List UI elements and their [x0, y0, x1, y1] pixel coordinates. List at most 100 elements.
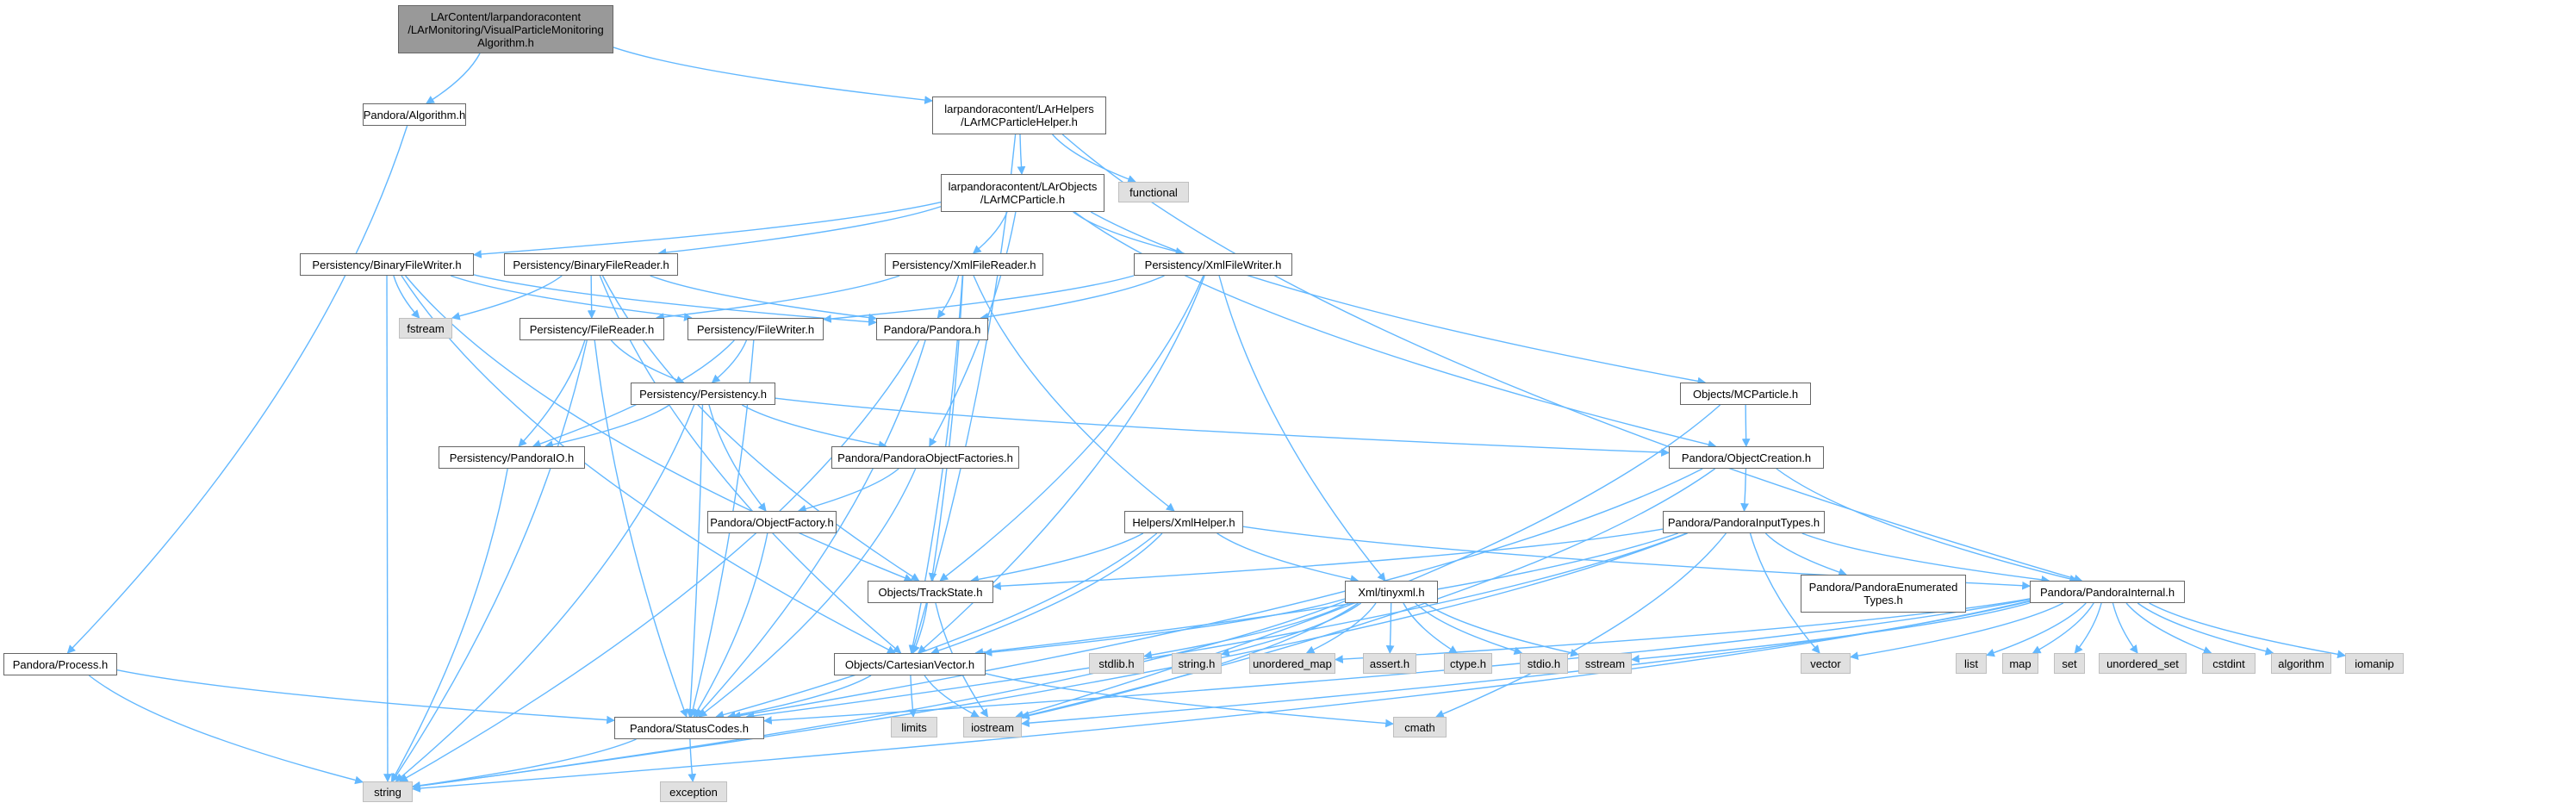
node-xmlhelper[interactable]: Helpers/XmlHelper.h [1124, 511, 1243, 533]
node-process[interactable]: Pandora/Process.h [3, 653, 117, 675]
node-root[interactable]: LArContent/larpandoracontent/LArMonitori… [398, 5, 613, 53]
node-label: Pandora/PandoraInputTypes.h [1667, 515, 1820, 529]
node-label: /LArMCParticle.h [980, 193, 1066, 206]
node-xmlwriter[interactable]: Persistency/XmlFileWriter.h [1134, 253, 1292, 276]
edge-xmlreader-trackstate [928, 275, 964, 582]
edge-inputtypes-statuscodes [745, 532, 1687, 720]
node-internal[interactable]: Pandora/PandoraInternal.h [2030, 581, 2185, 603]
node-label: vector [1810, 657, 1841, 670]
node-label: Types.h [1864, 594, 1903, 607]
node-stdlib: stdlib.h [1089, 653, 1144, 674]
node-label: stdlib.h [1098, 657, 1135, 670]
node-label: Objects/CartesianVector.h [844, 657, 975, 671]
node-label: Persistency/XmlFileReader.h [892, 258, 1036, 271]
edge-filewriter-persistency [711, 339, 748, 383]
edge-process-string [88, 675, 364, 785]
node-cmath: cmath [1393, 717, 1447, 737]
node-label: Persistency/FileReader.h [529, 322, 655, 336]
edge-trackstate-cartesian [912, 602, 928, 654]
node-label: iostream [971, 720, 1014, 734]
node-label: cmath [1404, 720, 1435, 734]
node-pandora[interactable]: Pandora/Pandora.h [876, 318, 988, 340]
node-pandoraio[interactable]: Persistency/PandoraIO.h [439, 446, 585, 469]
edge-objcreation-inputtypes [1740, 468, 1749, 512]
edge-objcreation-statuscodes [731, 468, 1703, 720]
node-algorithm[interactable]: Pandora/Algorithm.h [363, 103, 466, 126]
node-filereader[interactable]: Persistency/FileReader.h [520, 318, 664, 340]
node-iostream: iostream [963, 717, 1022, 737]
node-label: Persistency/FileWriter.h [696, 322, 815, 336]
edge-binreader-filereader [587, 275, 596, 319]
edge-root-mcphelper [613, 47, 933, 104]
edge-larmcp-binreader [657, 206, 942, 257]
node-label: Persistency/XmlFileWriter.h [1144, 258, 1282, 271]
node-unordered_set: unordered_set [2099, 653, 2187, 674]
edge-tinyxml-stdlib [1143, 602, 1349, 659]
node-label: /LArMCParticleHelper.h [961, 115, 1078, 128]
node-label: Persistency/PandoraIO.h [449, 451, 575, 464]
node-label: stdio.h [1527, 657, 1561, 670]
node-label: algorithm [2278, 657, 2324, 670]
node-persistency[interactable]: Persistency/Persistency.h [631, 383, 775, 405]
edge-cartesian-cmath [985, 673, 1394, 728]
node-mcparticle[interactable]: Objects/MCParticle.h [1680, 383, 1811, 405]
edge-statuscodes-string [412, 738, 637, 790]
node-inputtypes[interactable]: Pandora/PandoraInputTypes.h [1663, 511, 1825, 533]
node-objcreation[interactable]: Pandora/ObjectCreation.h [1669, 446, 1824, 469]
node-label: Pandora/Process.h [12, 657, 109, 671]
edge-cartesian-limits [908, 675, 918, 718]
node-label: Pandora/Pandora.h [883, 322, 981, 336]
node-label: LArContent/larpandoracontent [430, 9, 582, 23]
node-string: string [363, 781, 413, 802]
node-set: set [2054, 653, 2085, 674]
edge-persistency-objcreation [775, 397, 1670, 457]
node-label: larpandoracontent/LArHelpers [944, 103, 1094, 115]
edge-internal-algorithm_std [2137, 602, 2274, 656]
edge-mcphelper-functional [1052, 134, 1136, 184]
edge-inputtypes-string [412, 532, 1688, 790]
edge-persistency-statuscodes [686, 404, 704, 718]
edge-persistency-string [395, 404, 695, 782]
edge-tinyxml-stdio [1415, 602, 1523, 656]
edge-binwriter-string [383, 275, 392, 782]
edge-persistency-pandoraio [544, 404, 670, 449]
node-iomanip: iomanip [2345, 653, 2404, 674]
node-label: larpandoracontent/LArObjects [948, 180, 1098, 193]
node-label: assert.h [1369, 657, 1410, 670]
node-filewriter[interactable]: Persistency/FileWriter.h [688, 318, 824, 340]
node-label: exception [669, 785, 718, 799]
node-xmlreader[interactable]: Persistency/XmlFileReader.h [885, 253, 1043, 276]
node-label: Helpers/XmlHelper.h [1132, 515, 1235, 529]
node-objfactory[interactable]: Pandora/ObjectFactory.h [707, 511, 837, 533]
node-label: Persistency/Persistency.h [639, 387, 767, 401]
node-mcphelper[interactable]: larpandoracontent/LArHelpers/LArMCPartic… [932, 96, 1106, 134]
node-trackstate[interactable]: Objects/TrackState.h [868, 581, 993, 603]
node-tinyxml[interactable]: Xml/tinyxml.h [1345, 581, 1438, 603]
edge-process-statuscodes [116, 669, 615, 725]
node-label: Xml/tinyxml.h [1358, 585, 1425, 599]
edge-objcreation-internal [1776, 468, 2079, 583]
node-binreader[interactable]: Persistency/BinaryFileReader.h [504, 253, 678, 276]
edge-internal-set [2074, 602, 2102, 654]
edge-mcparticle-objcreation [1741, 404, 1751, 447]
node-label: string.h [1178, 657, 1216, 670]
edge-tinyxml-unordered_map [1305, 602, 1377, 654]
node-label: Pandora/ObjectCreation.h [1681, 451, 1812, 464]
node-objfactories[interactable]: Pandora/PandoraObjectFactories.h [831, 446, 1019, 469]
node-cartesian[interactable]: Objects/CartesianVector.h [834, 653, 986, 675]
node-statuscodes[interactable]: Pandora/StatusCodes.h [614, 717, 764, 739]
node-binwriter[interactable]: Persistency/BinaryFileWriter.h [300, 253, 474, 276]
node-sstream: sstream [1578, 653, 1632, 674]
edge-pandora-statuscodes [695, 339, 926, 718]
edge-objfactories-statuscodes [698, 468, 917, 718]
edge-algorithm-process [66, 125, 408, 654]
node-label: unordered_set [2106, 657, 2179, 670]
node-label: set [2062, 657, 2077, 670]
node-unordered_map: unordered_map [1249, 653, 1335, 674]
edge-inputtypes-trackstate [992, 528, 1664, 591]
node-larmcp[interactable]: larpandoracontent/LArObjects/LArMCPartic… [941, 174, 1104, 212]
node-label: Pandora/StatusCodes.h [629, 721, 750, 735]
node-label: Pandora/Algorithm.h [363, 108, 466, 121]
node-algorithm_std: algorithm [2271, 653, 2331, 674]
